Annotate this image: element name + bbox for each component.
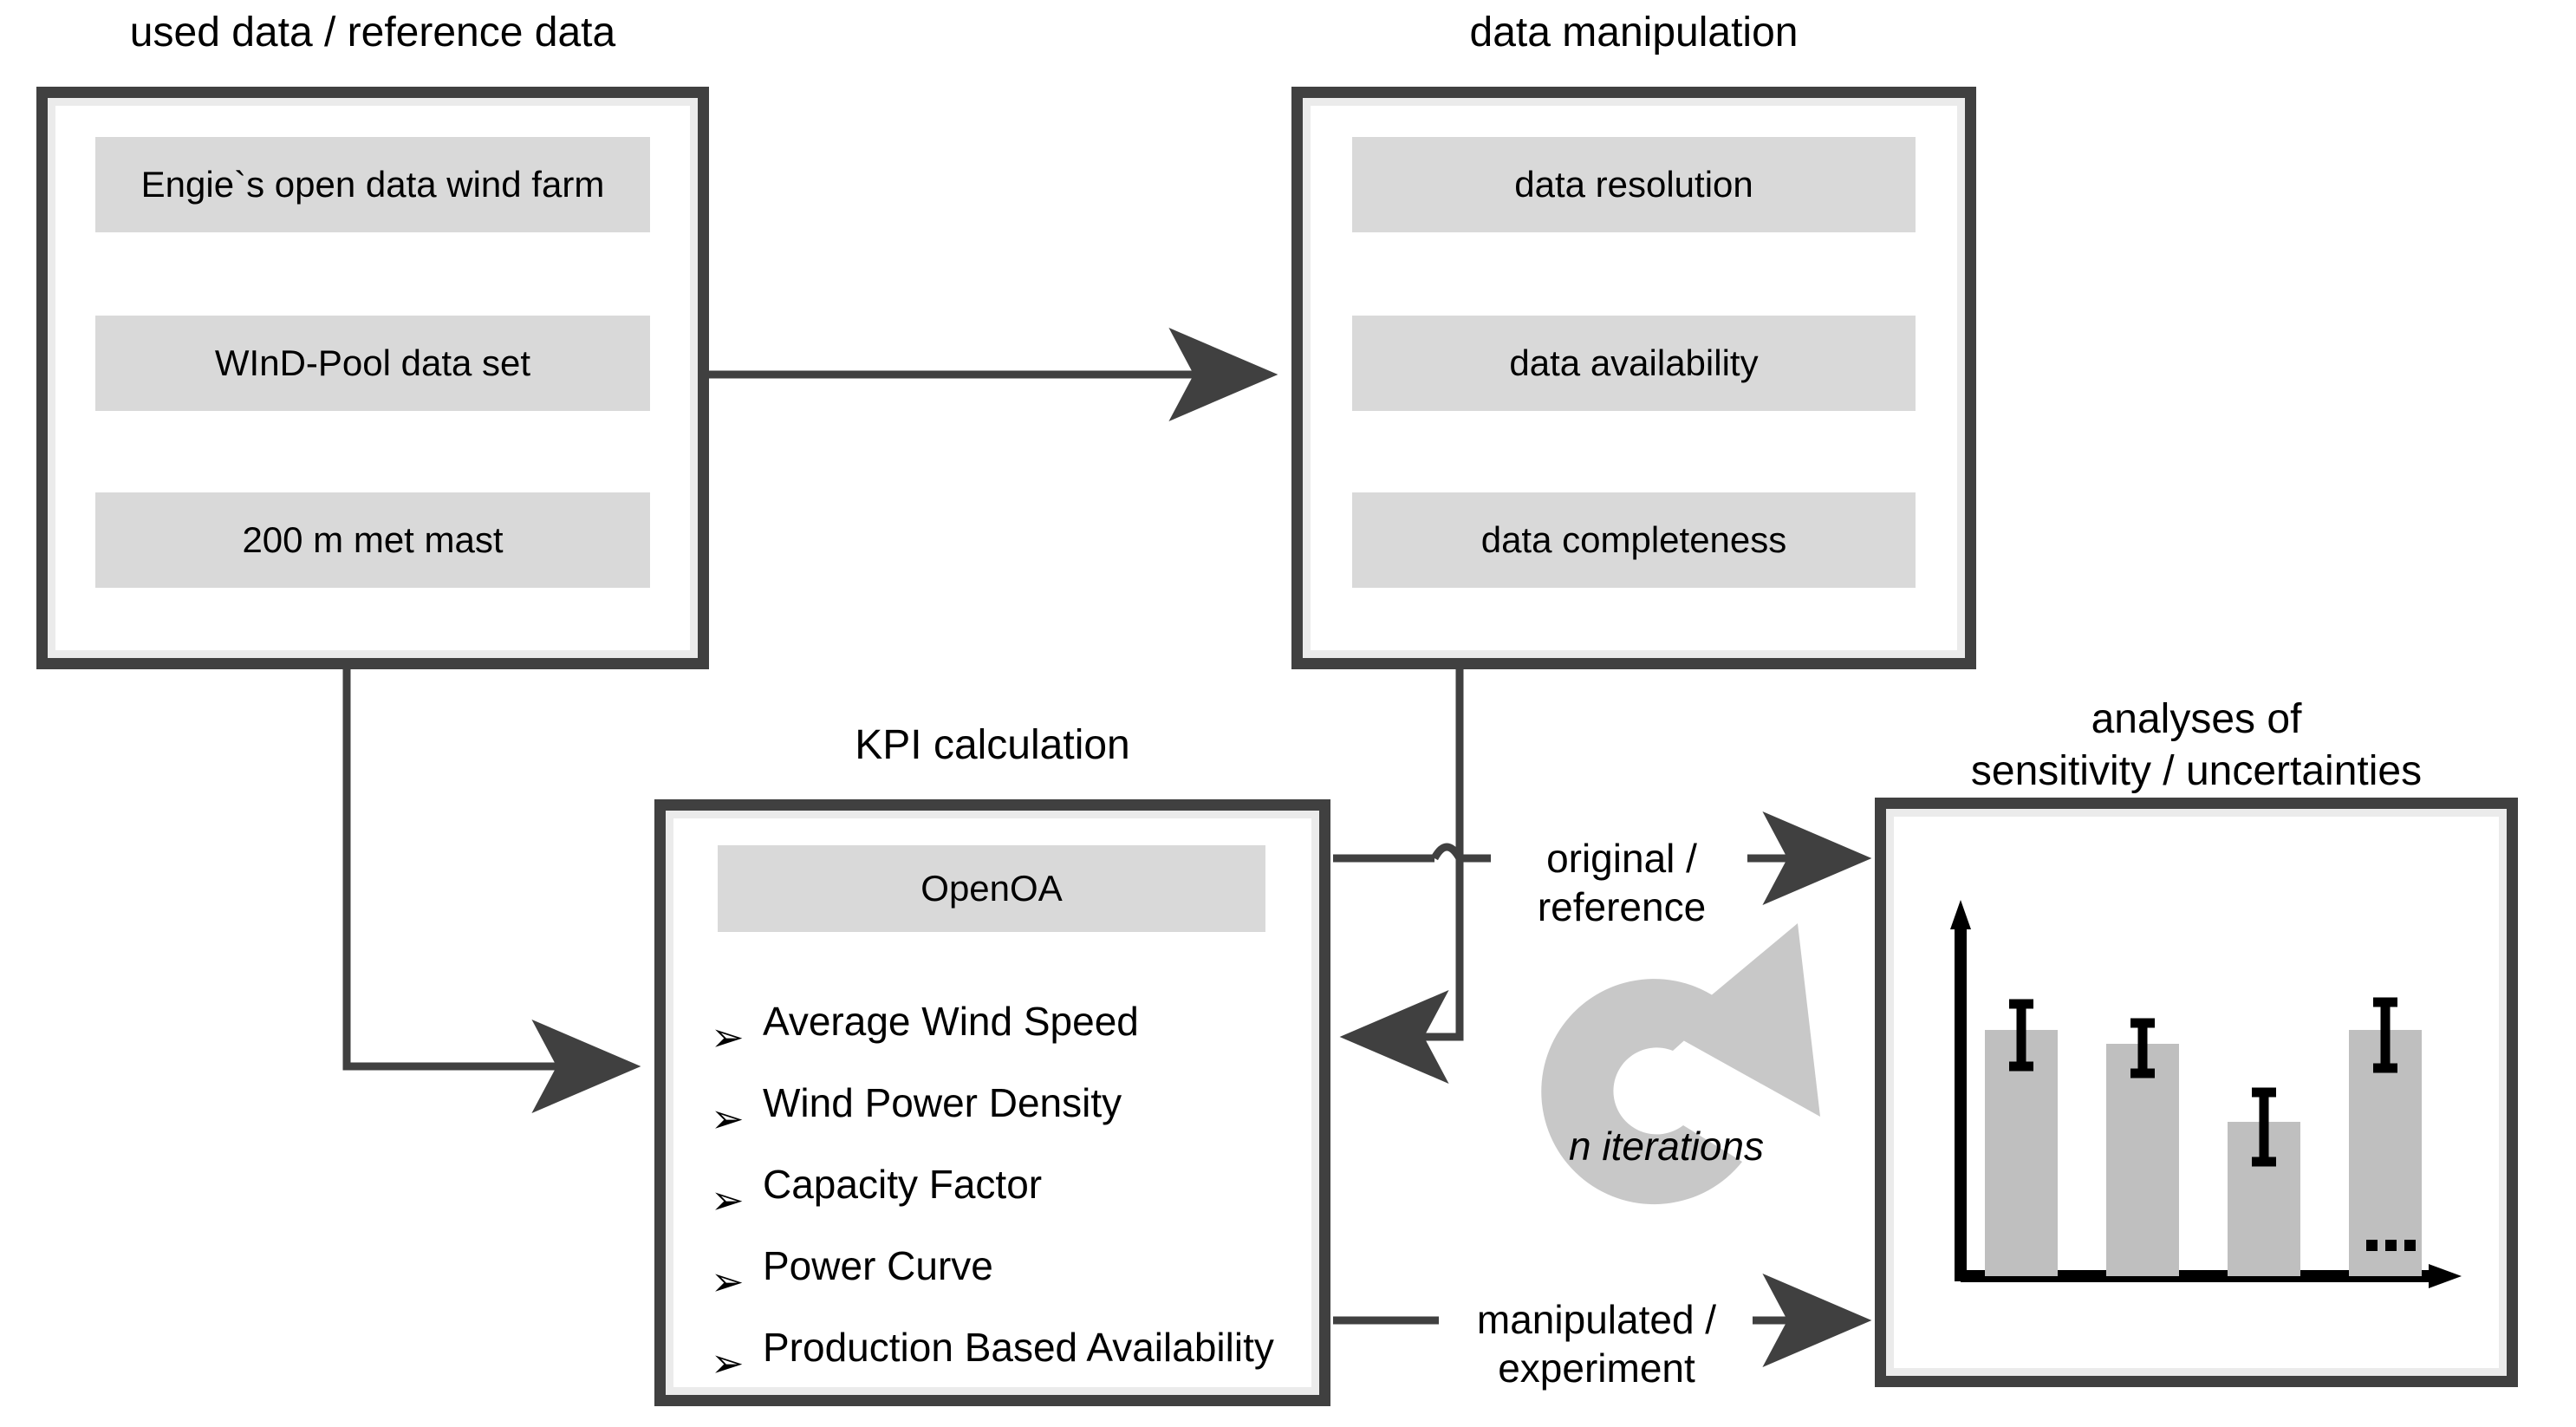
arrow-bullet-icon: ➢ — [711, 1177, 745, 1222]
arrow-bullet-icon: ➢ — [711, 1096, 745, 1141]
error-bar-2 — [2130, 1018, 2155, 1078]
arrow-bullet-icon: ➢ — [711, 1340, 745, 1385]
kpi-calculation-title: KPI calculation — [855, 722, 1130, 768]
kpi-list-item: ➢ Average Wind Speed — [711, 988, 1317, 1070]
error-bar-4 — [2373, 997, 2397, 1073]
kpi-list-item: ➢ Capacity Factor — [711, 1151, 1317, 1233]
wire-line-hop — [1431, 843, 1463, 861]
arrow-bullet-icon: ➢ — [711, 1259, 745, 1304]
analyses-title: analyses of sensitivity / uncertainties — [1970, 696, 2423, 794]
kpi-list-item: ➢ Wind Power Density — [711, 1070, 1317, 1151]
arrow-bullet-icon: ➢ — [711, 1014, 745, 1059]
chart-bars — [1985, 1030, 2422, 1276]
iteration-count-label: n iterations — [1569, 1124, 1765, 1169]
kpi-label: Production Based Availability — [763, 1325, 1274, 1370]
sensitivity-bar-chart — [1950, 900, 2462, 1288]
kpi-label: Average Wind Speed — [763, 999, 1139, 1044]
chip-data-completeness: data completeness — [1352, 492, 1916, 588]
chip-data-resolution: data resolution — [1352, 137, 1916, 232]
chart-ellipsis-icon — [2366, 1240, 2416, 1251]
error-bar-3 — [2252, 1087, 2276, 1167]
data-manipulation-title: data manipulation — [1469, 10, 1799, 55]
edge-label-original-reference: original / reference — [1496, 834, 1747, 931]
edge-label-manipulated-experiment: manipulated / experiment — [1441, 1295, 1753, 1392]
kpi-label: Capacity Factor — [763, 1162, 1043, 1207]
used-data-title: used data / reference data — [129, 10, 616, 55]
kpi-list-item: ➢ Power Curve — [711, 1233, 1317, 1314]
kpi-label: Wind Power Density — [763, 1080, 1122, 1125]
chip-data-availability: data availability — [1352, 316, 1916, 411]
iteration-loop-icon — [1541, 923, 1820, 1205]
wire-useddata-to-kpi — [342, 669, 641, 1113]
error-bar-1 — [2009, 999, 2033, 1072]
chart-error-bars — [2009, 997, 2397, 1167]
kpi-label: Power Curve — [763, 1243, 993, 1288]
wire-manipulation-to-kpi — [1339, 669, 1464, 1084]
chip-engie-open-data: Engie`s open data wind farm — [95, 137, 650, 232]
chip-wind-pool-dataset: WInD-Pool data set — [95, 316, 650, 411]
bar-2 — [2106, 1044, 2179, 1276]
chip-200m-met-mast: 200 m met mast — [95, 492, 650, 588]
kpi-list: ➢ Average Wind Speed ➢ Wind Power Densit… — [711, 988, 1317, 1396]
kpi-list-item: ➢ Production Based Availability — [711, 1314, 1317, 1396]
chip-openoa: OpenOA — [718, 845, 1265, 932]
